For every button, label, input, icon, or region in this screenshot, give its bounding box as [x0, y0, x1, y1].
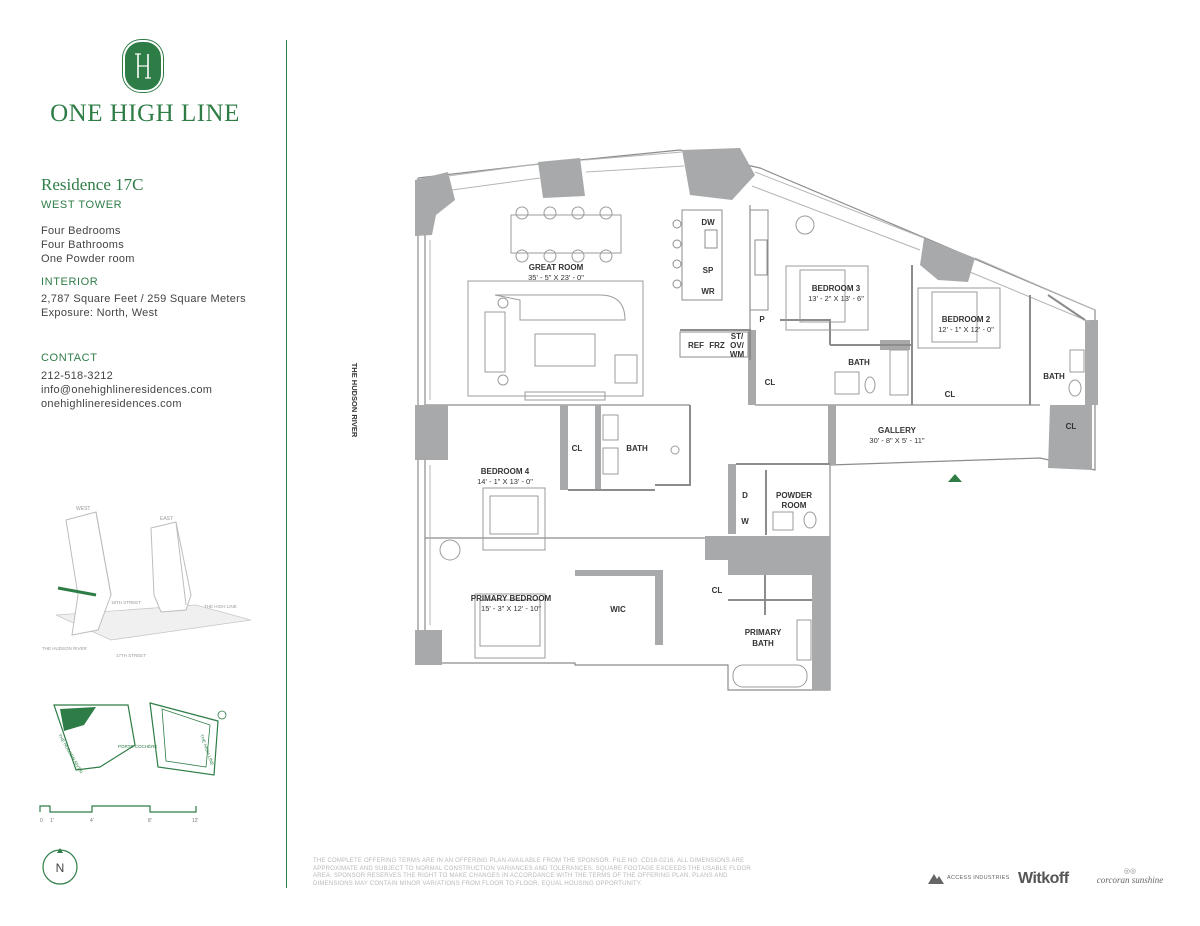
- key-label-west: WEST: [76, 506, 90, 512]
- label-cl-bedroom-2: CL: [945, 390, 956, 399]
- brand-name: ONE HIGH LINE: [50, 100, 240, 127]
- label-washer: W: [741, 517, 749, 526]
- legal-disclaimer: THE COMPLETE OFFERING TERMS ARE IN AN OF…: [313, 858, 751, 887]
- label-st: ST/: [731, 332, 744, 341]
- feature-bedrooms: Four Bedrooms: [41, 225, 121, 237]
- label-bath-bedroom-3: BATH: [848, 358, 870, 367]
- contact-details: 212-518-3212 info@onehighlineresidences.…: [41, 369, 212, 411]
- label-wic: WIC: [610, 605, 626, 614]
- scale-tick-4: 4': [90, 818, 94, 824]
- label-ov: OV/: [730, 341, 745, 350]
- residence-features: Four Bedrooms Four Bathrooms One Powder …: [41, 224, 135, 266]
- key-label-east: EAST: [160, 516, 173, 522]
- label-bath-bedroom-2: BATH: [1043, 372, 1065, 381]
- partner-corcoran-sunshine: ◎◎ corcoran sunshine: [1096, 868, 1164, 885]
- floor-plan: GREAT ROOM 35' - 5" X 23' - 0" BEDROOM 3…: [350, 148, 1098, 691]
- label-primary-bath-2: BATH: [752, 639, 774, 648]
- corcoran-cc-icon: ◎◎: [1123, 868, 1137, 875]
- label-cl-bedroom-3: CL: [765, 378, 776, 387]
- partner-witkoff: Witkoff: [1018, 870, 1069, 887]
- label-bath-bedroom-4: BATH: [626, 444, 648, 453]
- label-wr: WR: [701, 287, 715, 296]
- label-cl-bedroom-4: CL: [572, 444, 583, 453]
- beds: [439, 215, 1001, 659]
- label-sp: SP: [703, 266, 714, 275]
- partner-access-industries: ACCESS INDUSTRIES: [928, 872, 1010, 884]
- site-plan: THE HUDSON RIVER PORTE-COCHÈRE THE HIGH …: [53, 702, 227, 776]
- interior-walls: [568, 265, 1086, 615]
- room-great-room-dims: 35' - 5" X 23' - 0": [528, 273, 584, 282]
- key-label-highline: THE HIGH LINE: [204, 604, 237, 609]
- room-bedroom-2-dims: 12' - 1" X 12' - 0": [938, 325, 994, 334]
- compass-label: N: [56, 861, 65, 875]
- room-primary-bedroom-name: PRIMARY BEDROOM: [471, 594, 552, 603]
- label-wm: WM: [730, 350, 745, 359]
- label-dw: DW: [701, 218, 715, 227]
- contact-heading: CONTACT: [41, 352, 98, 364]
- room-great-room-name: GREAT ROOM: [529, 263, 584, 272]
- tower-name: WEST TOWER: [41, 199, 123, 211]
- scale-tick-0: 0: [40, 818, 43, 824]
- great-room-furniture: [467, 206, 644, 401]
- room-bedroom-2-name: BEDROOM 2: [942, 315, 991, 324]
- site-label-porte-cochere: PORTE-COCHÈRE: [118, 743, 157, 749]
- access-mountain-icon: [928, 874, 944, 884]
- entry-marker-icon: [948, 474, 962, 482]
- label-cl-gallery: CL: [1066, 422, 1077, 431]
- label-primary-bath-1: PRIMARY: [745, 628, 782, 637]
- room-bedroom-4-dims: 14' - 1" X 13' - 0": [477, 477, 533, 486]
- key-label-17th: 17TH STREET: [116, 653, 146, 658]
- kitchen-island: [672, 209, 769, 358]
- scale-tick-12: 12': [192, 818, 199, 824]
- north-compass-icon: N: [42, 848, 78, 885]
- plan-river-label: THE HUDSON RIVER: [350, 363, 359, 438]
- interior-heading: INTERIOR: [41, 276, 99, 288]
- room-bedroom-3-dims: 13' - 2" X 13' - 6": [808, 294, 864, 303]
- label-cl-primary: CL: [712, 586, 723, 595]
- room-gallery-name: GALLERY: [878, 426, 917, 435]
- scale-bar: 0 1' 4' 8' 12': [39, 805, 199, 824]
- bath-fixtures: [602, 349, 1085, 688]
- room-primary-bedroom-dims: 15' - 3" X 12' - 10": [481, 604, 541, 613]
- interior-details: 2,787 Square Feet / 259 Square Meters Ex…: [41, 292, 246, 320]
- feature-bathrooms: Four Bathrooms: [41, 239, 125, 251]
- column-divider: [286, 40, 287, 888]
- brand-monogram-logo: [123, 40, 163, 92]
- label-frz: FRZ: [709, 341, 725, 350]
- room-gallery-dims: 30' - 8" X 5' - 11": [869, 436, 924, 445]
- key-label-18th: 18TH STREET: [111, 600, 141, 605]
- room-bedroom-4-name: BEDROOM 4: [481, 467, 530, 476]
- label-powder-1: POWDER: [776, 491, 812, 500]
- scale-tick-1: 1': [50, 818, 54, 824]
- residence-title: Residence 17C: [41, 175, 144, 194]
- scale-tick-8: 8': [148, 818, 152, 824]
- label-ref: REF: [688, 341, 704, 350]
- contact-phone[interactable]: 212-518-3212: [41, 370, 114, 382]
- contact-website[interactable]: onehighlineresidences.com: [41, 398, 182, 410]
- interior-area: 2,787 Square Feet / 259 Square Meters: [41, 293, 246, 305]
- label-dryer: D: [742, 491, 748, 500]
- structural-columns: [415, 148, 1098, 690]
- room-labels: GREAT ROOM 35' - 5" X 23' - 0" BEDROOM 3…: [471, 218, 1077, 648]
- tower-key-plan: WEST EAST 18TH STREET THE HIGH LINE THE …: [42, 506, 252, 658]
- contact-email[interactable]: info@onehighlineresidences.com: [41, 384, 213, 396]
- feature-powder-room: One Powder room: [41, 253, 135, 265]
- interior-exposure: Exposure: North, West: [41, 307, 158, 319]
- label-powder-2: ROOM: [782, 501, 807, 510]
- key-label-hudson: THE HUDSON RIVER: [42, 646, 88, 651]
- floor-highlight: [57, 586, 97, 597]
- label-p: P: [759, 315, 765, 324]
- room-bedroom-3-name: BEDROOM 3: [812, 284, 861, 293]
- window-bands: [429, 151, 1096, 625]
